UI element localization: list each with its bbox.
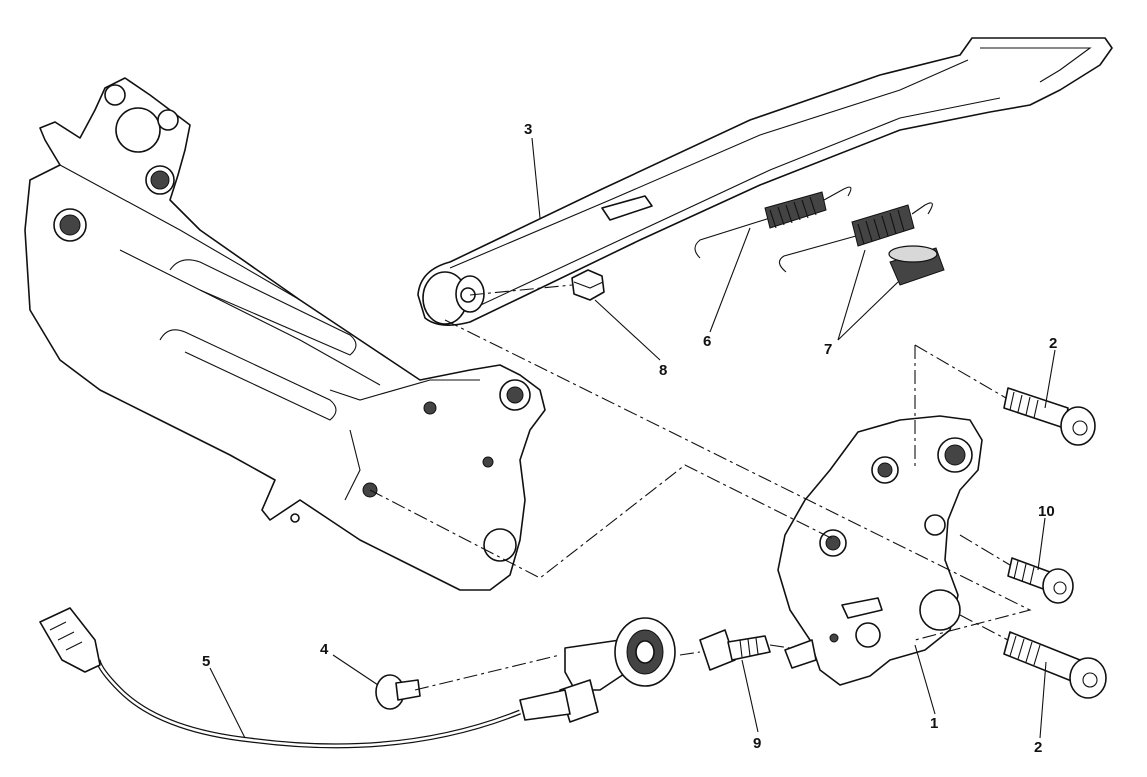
callout-labels: 3 6 7 8 2 10 4 5 9 1 2	[202, 121, 1057, 756]
spring-sleeve	[888, 245, 945, 286]
bolt-short	[1007, 557, 1074, 604]
frame-casting	[24, 77, 546, 591]
sensor-cable	[39, 607, 521, 749]
callout-8: 8	[659, 362, 667, 379]
sensor-pin	[699, 629, 771, 671]
callout-2-lower: 2	[1034, 739, 1042, 756]
leader-lines	[209, 137, 1056, 739]
callout-3: 3	[524, 121, 532, 138]
bolt-upper	[1003, 387, 1096, 446]
callout-10: 10	[1038, 503, 1055, 520]
nut	[571, 269, 605, 301]
callout-2-upper: 2	[1049, 335, 1057, 352]
callout-6: 6	[703, 333, 711, 350]
assembly-lines	[369, 284, 1032, 691]
side-stand-leg	[417, 37, 1113, 326]
side-stand-sensor	[519, 617, 676, 723]
return-spring-long	[778, 202, 933, 273]
callout-5: 5	[202, 653, 210, 670]
callout-9: 9	[753, 735, 761, 752]
callout-7: 7	[824, 341, 832, 358]
bolt-lower	[1003, 631, 1107, 699]
mounting-plate	[777, 415, 983, 686]
return-spring-short	[694, 186, 852, 259]
screw	[375, 674, 421, 710]
callout-1: 1	[930, 715, 938, 732]
callout-4: 4	[320, 641, 329, 658]
